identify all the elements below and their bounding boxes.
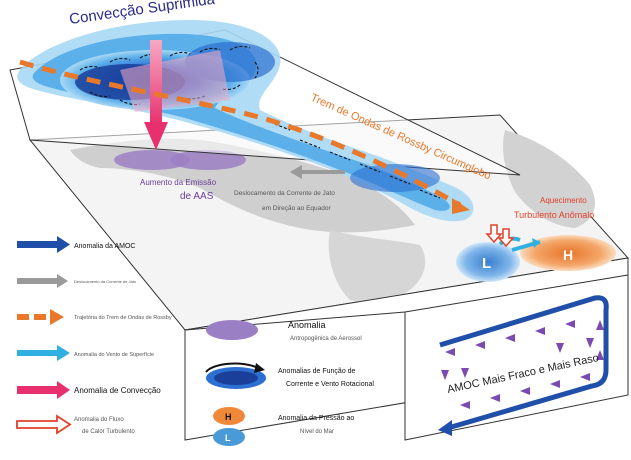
legend-item-aerosol: Anomalia Antropogênica de Aerossol bbox=[206, 320, 362, 342]
legend-slp-line2: Nível do Mar bbox=[300, 429, 334, 435]
turbulent-label-line2: Turbulento Anômalo bbox=[514, 210, 594, 220]
rossby-wave-path bbox=[19, 59, 462, 208]
low-pressure-label: L bbox=[482, 255, 491, 272]
legend-aerosol-line1: Anomalia bbox=[288, 320, 326, 330]
high-pressure-label: H bbox=[563, 247, 573, 263]
land-mass-americas bbox=[328, 230, 426, 302]
aas-label-line2: de AAS bbox=[180, 191, 214, 202]
legend-item-amoc: Anomalia da AMOC bbox=[17, 236, 135, 253]
amoc-arrowhead bbox=[438, 420, 452, 436]
legend-streamfunction-line1: Anomalias de Função de bbox=[278, 368, 356, 375]
legend-amoc-text: Anomalia da AMOC bbox=[74, 243, 135, 250]
ocean-box bbox=[184, 257, 629, 441]
legend-heat-flux-line2: de Calor Turbulento bbox=[82, 429, 135, 435]
overturning-arrows bbox=[441, 320, 604, 409]
jet-label-line1: Deslocamento da Corrente de Jato bbox=[234, 190, 335, 197]
heat-flux-arrows bbox=[485, 224, 515, 248]
legend-item-surface-wind: Anomalia do Vento de Superfície bbox=[17, 345, 154, 361]
legend-heat-flux-line1: Anomalia do Fluxo bbox=[74, 417, 124, 423]
streamline-arrows bbox=[79, 45, 441, 199]
low-pressure-anomaly bbox=[456, 242, 520, 282]
legend-item-convection: Anomalia de Convecção bbox=[17, 381, 161, 399]
amoc-circulation bbox=[439, 295, 609, 431]
rossby-arrowhead bbox=[452, 198, 470, 214]
legend-item-streamfunction: Anomalias de Função de Corrente e Vento … bbox=[205, 362, 374, 389]
jet-label-line2: em Direção ao Equador bbox=[262, 205, 331, 212]
legend-rossby-text: Trajetória do Trem de Ondas de Rossby bbox=[74, 315, 172, 321]
legend-item-jet: Deslocamento da Corrente de Jato bbox=[17, 274, 137, 288]
legend-jet-text: Deslocamento da Corrente de Jato bbox=[74, 279, 137, 284]
legend: Anomalia da AMOC Deslocamento da Corrent… bbox=[16, 236, 374, 446]
legend-convection-text: Anomalia de Convecção bbox=[74, 386, 161, 395]
turbulent-label-line1: Aquecimento bbox=[540, 196, 587, 205]
land-mass-europe bbox=[503, 130, 595, 228]
legend-low-symbol: L bbox=[225, 433, 231, 443]
legend-item-slp: H L Anomalia da Pressão ao Nível do Mar bbox=[213, 407, 354, 446]
legend-streamfunction-line2: Corrente e Vento Rotacional bbox=[286, 381, 374, 388]
high-pressure-anomaly bbox=[520, 235, 616, 271]
convection-anomaly-marker bbox=[120, 40, 230, 150]
legend-high-symbol: H bbox=[225, 412, 232, 422]
legend-item-heat-flux: Anomalia do Fluxo de Calor Turbulento bbox=[16, 414, 135, 435]
legend-slp-line1: Anomalia da Pressão ao bbox=[278, 415, 354, 422]
legend-item-rossby: Trajetória do Trem de Ondas de Rossby bbox=[17, 309, 172, 325]
jet-displacement-arrow bbox=[290, 165, 345, 179]
aerosol-anomaly bbox=[114, 150, 246, 170]
legend-aerosol-line2: Antropogênica de Aerossol bbox=[290, 336, 362, 342]
aas-label-line1: Aumento da Emissão bbox=[140, 178, 217, 187]
surface-wind-arrowhead bbox=[532, 238, 540, 248]
legend-surface-wind-text: Anomalia do Vento de Superfície bbox=[74, 352, 154, 358]
